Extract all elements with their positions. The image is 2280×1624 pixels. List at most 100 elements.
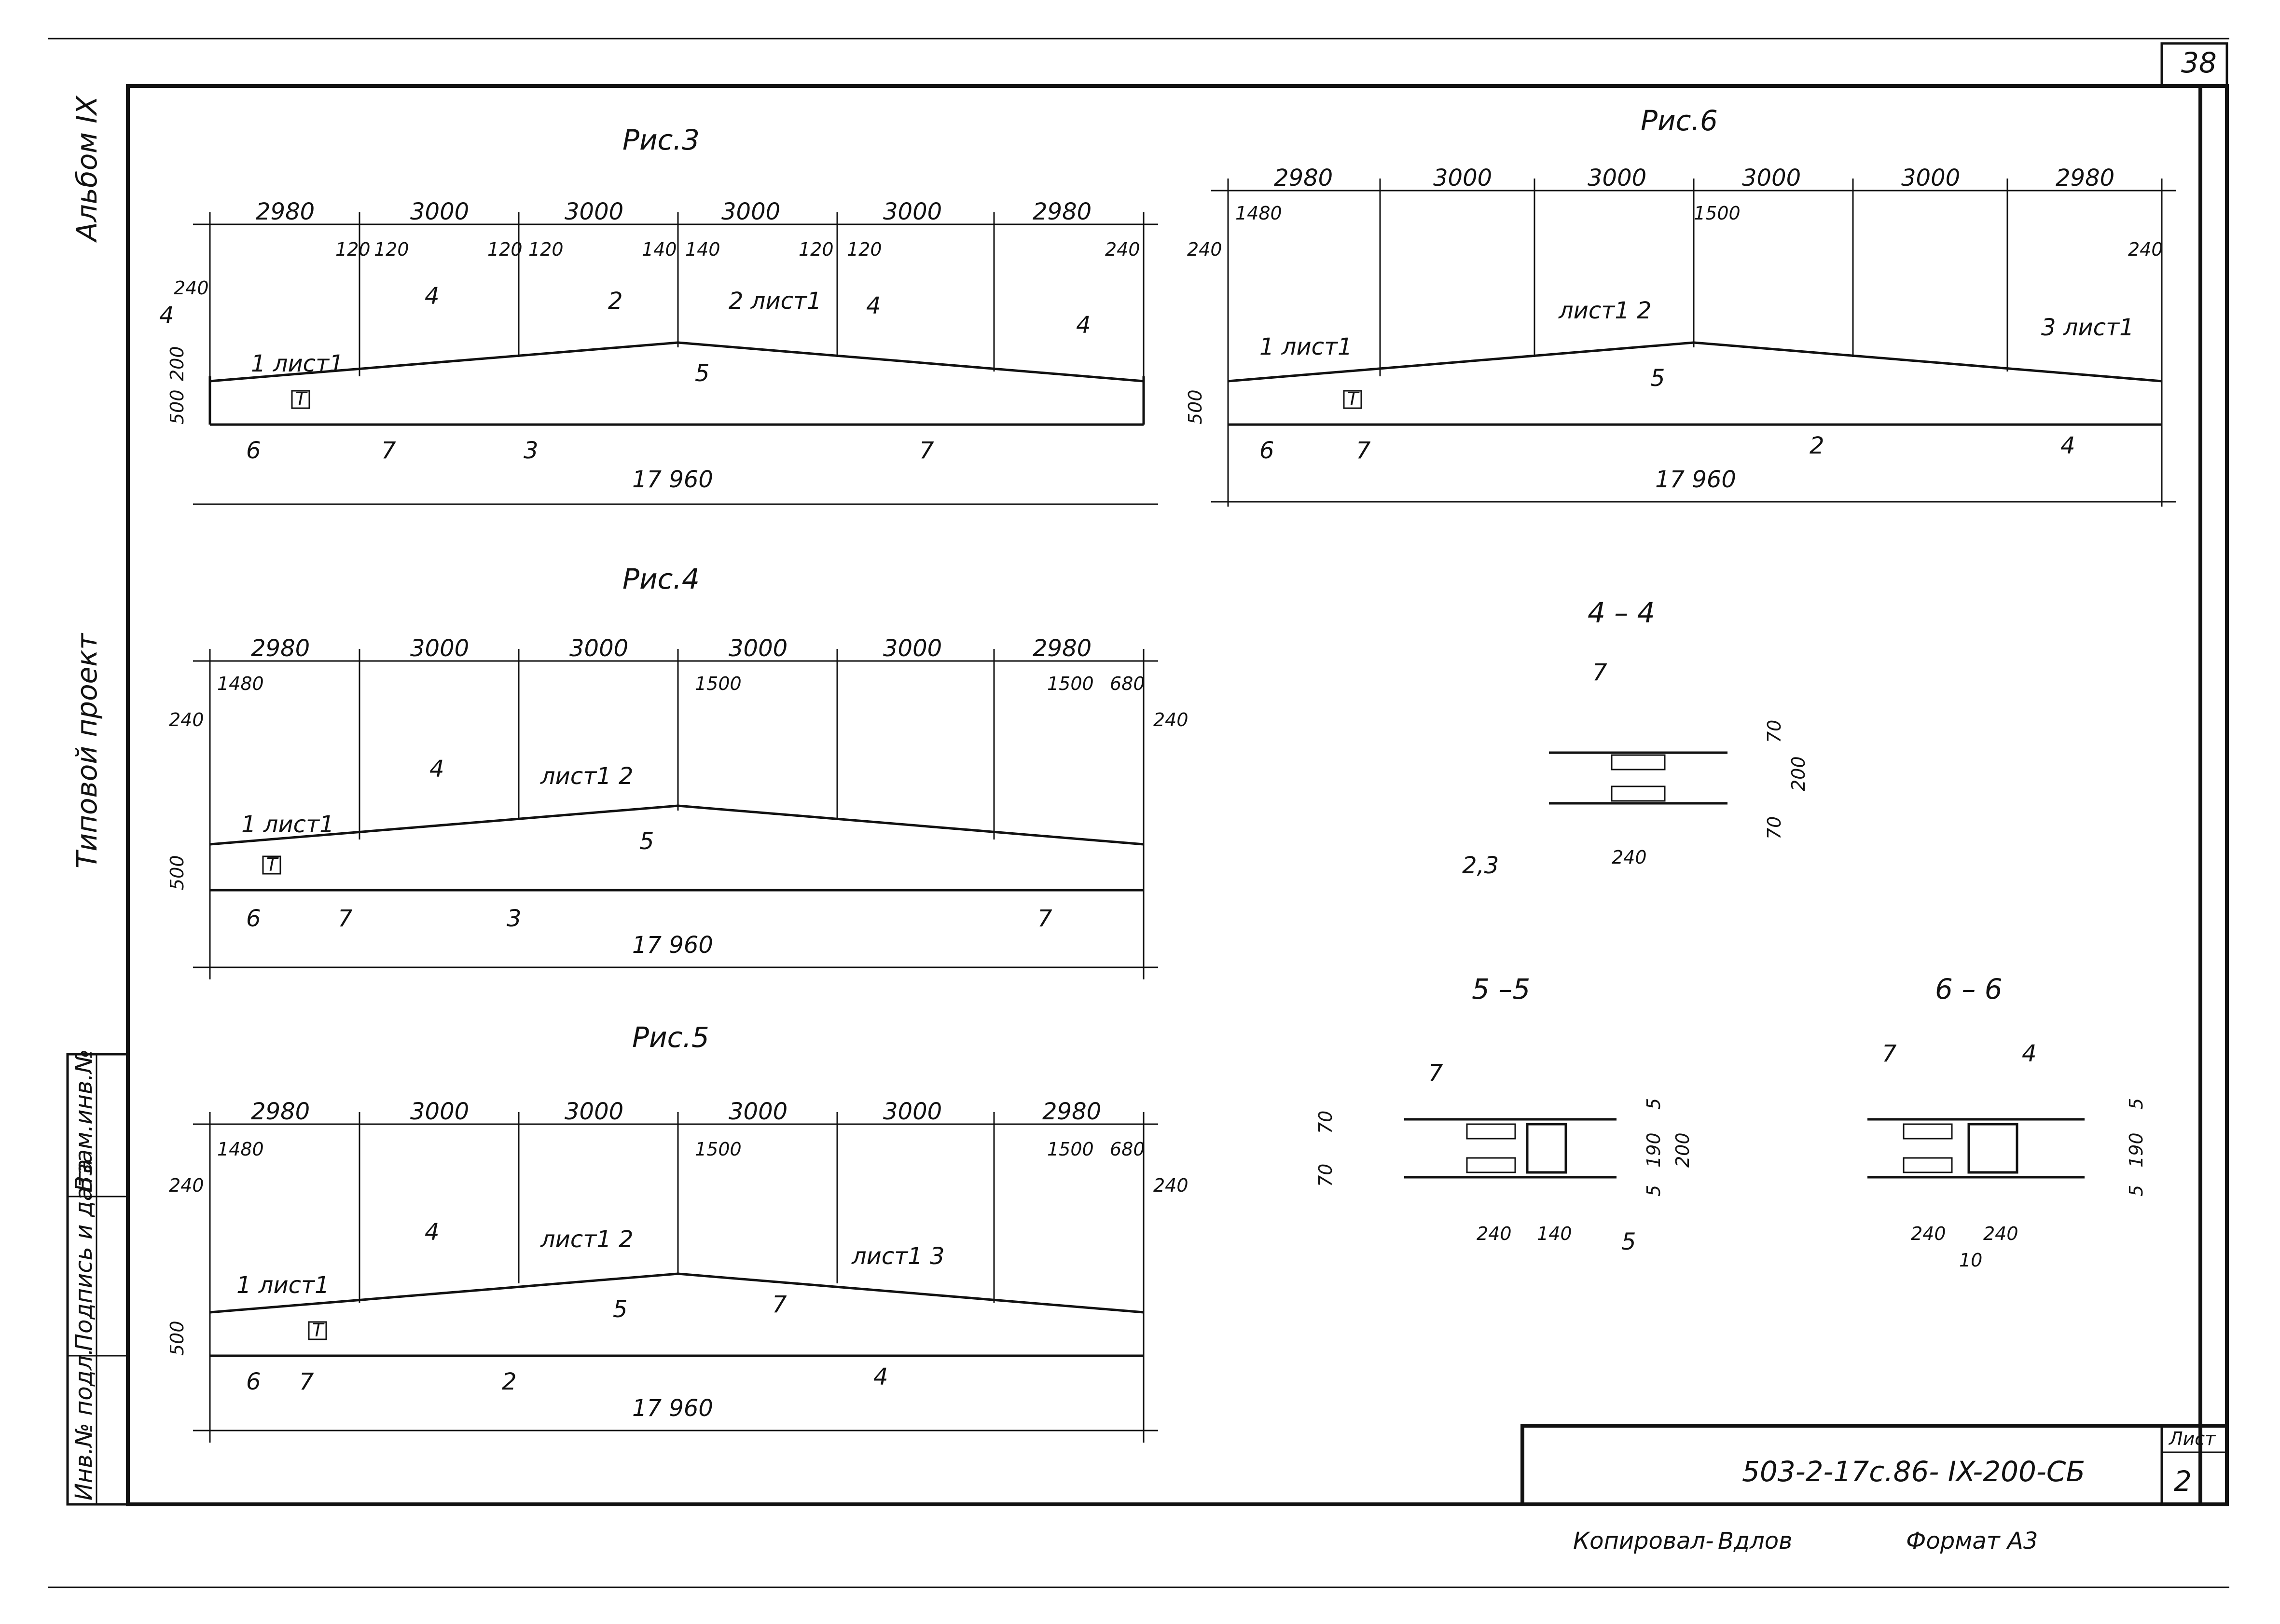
fig4-n5: 5	[639, 828, 654, 855]
s66-d10: 10	[1959, 1250, 1982, 1271]
fig3-title: Рис.3	[622, 124, 700, 156]
fig5-n7c: 7	[772, 1291, 787, 1318]
fig6-dim-5: 3000	[1901, 165, 1960, 192]
section-6-6-title: 6 – 6	[1935, 973, 2003, 1005]
fig4-title: Рис.4	[622, 563, 700, 595]
fig6-n5: 5	[1650, 365, 1665, 392]
fig4-d1500r: 1500	[1047, 673, 1094, 694]
fig5-d1500r: 1500	[1047, 1139, 1094, 1160]
s66-n4: 4	[2022, 1040, 2037, 1067]
fig3-n4d: 4	[1076, 312, 1091, 339]
fig3-n4c: 4	[866, 292, 881, 319]
fig6-dim-4: 3000	[1742, 165, 1801, 192]
fig4-n7b: 7	[1037, 905, 1052, 932]
section-4-4: 4 – 4 7 2,3 240 200 70 70	[1462, 596, 1809, 879]
fig5-top-chord	[209, 1272, 1144, 1314]
s44-d200: 200	[1788, 756, 1809, 791]
fig5-dim-6: 2980	[1042, 1098, 1101, 1125]
figure-3: Рис.3 2980 3000 3000 3000 3000 2980 120 …	[159, 124, 1158, 505]
s55-d70b: 70	[1315, 1164, 1336, 1187]
fig6-sheet3b: 3 лист1	[2041, 314, 2134, 341]
title-sheet-value: 2	[2174, 1465, 2192, 1498]
fig3-sheet1: 1 лист1	[251, 350, 344, 377]
fig5-dim-4: 3000	[729, 1098, 788, 1125]
fig4-d1480: 1480	[217, 673, 264, 694]
s66-d240b: 240	[1983, 1223, 2018, 1244]
s66-d5a: 5	[2126, 1098, 2147, 1110]
side-stamp: Инв.№ подл. Подпись и дата Взам.инв.№ Ти…	[66, 96, 129, 1506]
stamp-cell-inv: Инв.№ подл.	[70, 1348, 97, 1500]
fig3-top-chord	[209, 341, 1144, 383]
s55-d240: 240	[1477, 1223, 1512, 1244]
fig3-dim-4: 3000	[721, 198, 780, 225]
fig3-n6: 6	[246, 437, 261, 464]
fig5-d240l: 240	[169, 1175, 204, 1196]
fig4-dim-6: 2980	[1033, 635, 1092, 662]
s44-n23: 2,3	[1462, 852, 1499, 879]
sheet-number-box	[2160, 42, 2228, 87]
section-6-6: 6 – 6 7 4 240 240 10 190 5 5	[1867, 973, 2147, 1271]
fig6-n4: 4	[2060, 432, 2075, 459]
fig4-d240l: 240	[169, 709, 204, 730]
fig4-n7a: 7	[338, 905, 353, 932]
fig6-n2: 2	[1810, 432, 1824, 459]
fig3-d120f: 120	[847, 239, 882, 260]
fig5-sheet3: лист1 3	[851, 1243, 945, 1270]
fig5-total: 17 960	[632, 1395, 713, 1422]
fig5-n6: 6	[246, 1368, 261, 1395]
fig4-d1500: 1500	[695, 673, 742, 694]
s55-d140: 140	[1537, 1223, 1572, 1244]
fig6-d1500: 1500	[1694, 203, 1741, 224]
fig6-dim-6: 2980	[2056, 165, 2114, 192]
s66-d5b: 5	[2126, 1185, 2147, 1197]
fig3-dim-6: 2980	[1033, 198, 1092, 225]
fig5-n2: 2	[502, 1368, 517, 1395]
fig3-d240r: 240	[1105, 239, 1140, 260]
fig4-dim-4: 3000	[729, 635, 788, 662]
fig6-n6: 6	[1259, 437, 1274, 464]
fig6-sheet2: лист1 2	[1558, 297, 1652, 324]
fig6-n7: 7	[1356, 437, 1371, 464]
fig5-sheet2: лист1 2	[540, 1226, 634, 1253]
fig6-mark-t: Т	[1347, 388, 1360, 410]
fig6-dim-3: 3000	[1588, 165, 1646, 192]
fig5-sheet1: 1 лист1	[236, 1272, 330, 1299]
fig6-d240r: 240	[2128, 239, 2163, 260]
section-5-5: 5 –5 7 5 240 140 190 200 5 5 70 70	[1315, 973, 1693, 1255]
fig4-sheet2: лист1 2	[540, 763, 634, 790]
s66-d240a: 240	[1911, 1223, 1946, 1244]
fig6-total: 17 960	[1655, 466, 1736, 493]
copied-by: Копировал-	[1573, 1528, 1714, 1555]
fig3-total: 17 960	[632, 466, 713, 493]
fig6-dim-2: 3000	[1433, 165, 1492, 192]
fig4-d500: 500	[166, 855, 188, 890]
fig3-d140a: 140	[642, 239, 677, 260]
s55-n5: 5	[1621, 1228, 1636, 1255]
fig5-n7a: 7	[299, 1368, 314, 1395]
copied-signature: Вдлов	[1718, 1528, 1792, 1555]
frame	[126, 84, 2229, 1506]
fig3-d200: 200	[166, 346, 188, 381]
fig5-n5: 5	[613, 1296, 628, 1323]
fig4-n3: 3	[507, 905, 522, 932]
fig3-n5: 5	[695, 360, 710, 387]
s55-n7: 7	[1428, 1060, 1443, 1087]
fig4-dim-3: 3000	[569, 635, 628, 662]
fig6-top-chord	[1228, 341, 2162, 383]
fig6-d1480: 1480	[1235, 203, 1282, 224]
fig6-d240l: 240	[1187, 239, 1222, 260]
fig3-d120d: 120	[528, 239, 564, 260]
fig3-dim-2: 3000	[410, 198, 469, 225]
fig5-dim-3: 3000	[565, 1098, 623, 1125]
fig4-dim-2: 3000	[410, 635, 469, 662]
s44-n7: 7	[1592, 659, 1607, 686]
fig5-n4: 4	[425, 1219, 440, 1246]
fig4-mark-t: Т	[266, 854, 279, 875]
fig4-d680: 680	[1110, 673, 1145, 694]
s44-d240: 240	[1612, 847, 1647, 868]
stamp-cell-replace: Взам.инв.№	[70, 1049, 97, 1192]
title-sheet-label: Лист	[2168, 1428, 2216, 1449]
fig3-dim-3: 3000	[565, 198, 623, 225]
figure-6: Рис.6 2980 3000 3000 3000 3000 2980 1480…	[1185, 104, 2176, 507]
